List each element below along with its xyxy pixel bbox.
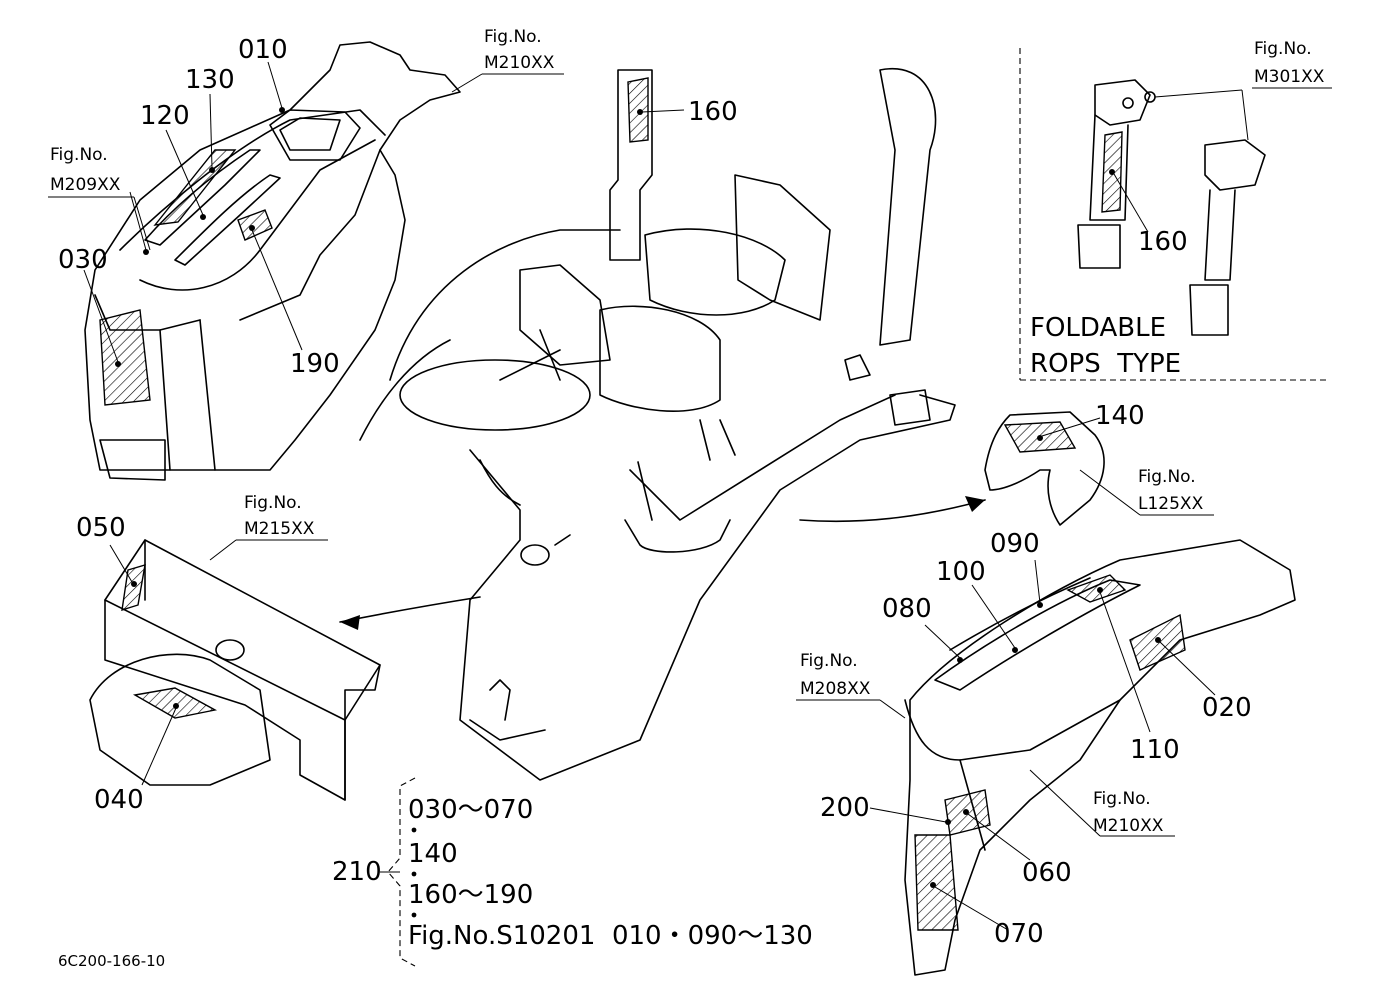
fig-ref-lines [48,73,1332,251]
left-fender-drawing [83,41,461,481]
callout-040: 040 [94,785,144,815]
fig-m209-line1: Fig.No. [50,145,108,165]
tractor-body-drawing [359,67,956,781]
fig-m215-line1: Fig.No. [244,493,302,513]
callout-190: 190 [290,349,340,379]
set-list-brace [380,777,417,967]
fig-m301-line1: Fig.No. [1254,39,1312,59]
callout-160-cab: 160 [688,97,738,127]
callout-140: 140 [1095,401,1145,431]
inset-title: FOLDABLE ROPS TYPE [1030,313,1181,379]
rear-panel-drawing [89,539,481,801]
callout-120: 120 [140,101,190,131]
callout-050: 050 [76,513,126,543]
fig-m210-top-line2: M210XX [484,53,555,73]
figure-references: Fig.No. M209XX Fig.No. M210XX Fig.No. M3… [50,27,1325,836]
callout-110: 110 [1130,735,1180,765]
callout-labels: 010 130 120 030 190 160 160 140 050 040 … [58,35,1252,949]
foot-step-drawing [799,411,1214,526]
callout-200: 200 [820,793,870,823]
set-list-row-2: 140 [408,839,458,869]
fig-m210-top-line1: Fig.No. [484,27,542,47]
fig-m208-line2: M208XX [800,679,871,699]
callout-100: 100 [936,557,986,587]
fig-l125-line1: Fig.No. [1138,467,1196,487]
callout-010: 010 [238,35,288,65]
callout-030: 030 [58,245,108,275]
foldable-rops-inset [1019,48,1326,381]
callout-020: 020 [1202,693,1252,723]
callout-060: 060 [1022,858,1072,888]
fig-m208-line1: Fig.No. [800,651,858,671]
set-list-row-3: 160～190 [408,880,533,910]
set-list-row-4: Fig.No.S10201 010・090～130 [408,921,813,951]
fig-m301-line2: M301XX [1254,67,1325,87]
fig-m210-bottom-line2: M210XX [1093,816,1164,836]
right-fender-drawing [796,539,1296,976]
callout-210: 210 [332,857,382,887]
set-list-row-1: 030～070 [408,795,533,825]
drawing-code: 6C200-166-10 [58,952,165,970]
fig-m210-bottom-line1: Fig.No. [1093,789,1151,809]
inset-title-line2: ROPS TYPE [1030,349,1181,379]
fig-m215-line2: M215XX [244,519,315,539]
callout-080: 080 [882,594,932,624]
callout-160-rops: 160 [1138,227,1188,257]
fig-l125-line2: L125XX [1138,494,1204,514]
set-list: 030～070 140 160～190 Fig.No.S10201 010・09… [408,795,813,951]
callout-070: 070 [994,919,1044,949]
callout-090: 090 [990,529,1040,559]
inset-title-line1: FOLDABLE [1030,313,1166,343]
callout-130: 130 [185,65,235,95]
fig-m209-line2: M209XX [50,175,121,195]
